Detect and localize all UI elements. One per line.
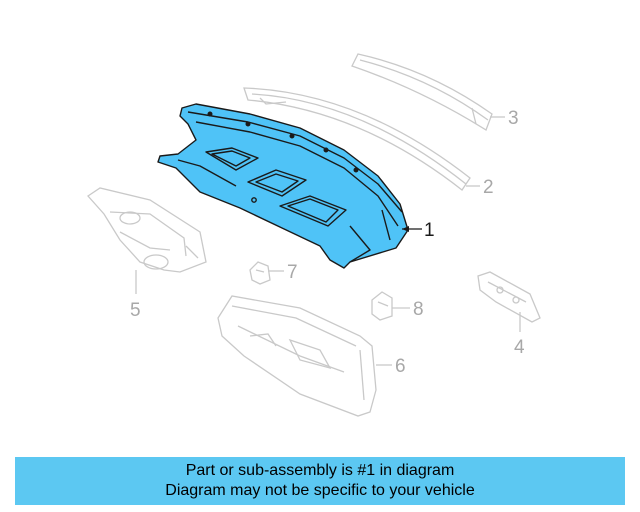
part-8-clip xyxy=(371,291,393,321)
part-4-bracket xyxy=(477,271,541,323)
callout-4: 4 xyxy=(514,337,525,358)
callout-2: 2 xyxy=(483,177,494,198)
callout-5: 5 xyxy=(130,300,141,321)
part-7-clip xyxy=(249,261,271,285)
callout-7: 7 xyxy=(287,262,298,283)
part-6-panel xyxy=(217,295,377,417)
callout-3: 3 xyxy=(508,108,519,129)
callout-8: 8 xyxy=(413,299,424,320)
leader-1-arrow xyxy=(402,226,409,232)
callout-numbers: 1 2 3 4 5 6 7 8 xyxy=(130,108,525,377)
leader-lines xyxy=(135,116,521,366)
callout-1: 1 xyxy=(424,220,435,241)
callout-6: 6 xyxy=(395,356,406,377)
part-5-bracket xyxy=(87,187,207,273)
part-3-rail xyxy=(351,53,493,131)
part-2-trim xyxy=(243,87,471,191)
banner-line-2: Diagram may not be specific to your vehi… xyxy=(165,482,475,499)
banner-line-1: Part or sub-assembly is #1 in diagram xyxy=(185,462,455,479)
info-banner: Part or sub-assembly is #1 in diagram Di… xyxy=(15,457,625,505)
part-1-package-tray xyxy=(157,103,409,269)
parts-diagram: 1 2 3 4 5 6 7 8 xyxy=(87,53,541,417)
